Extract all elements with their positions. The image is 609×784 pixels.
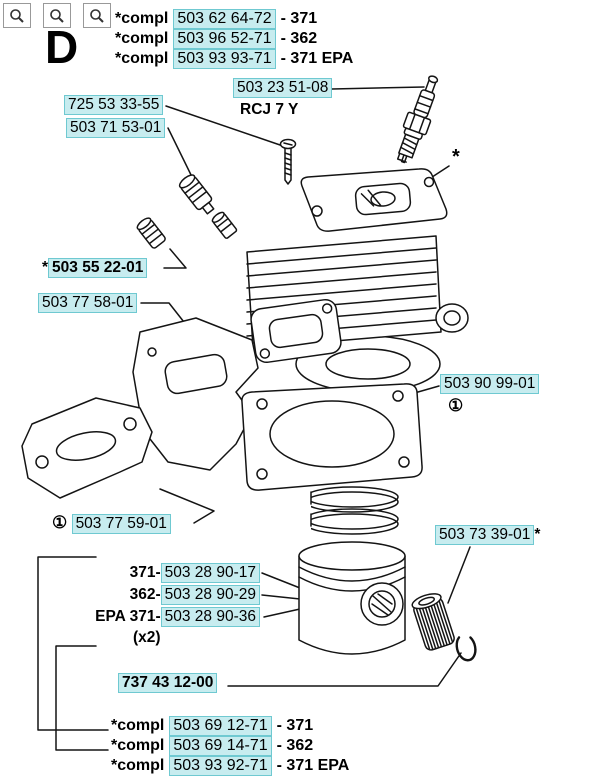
part-number-screw[interactable]: 725 53 33-55 (64, 95, 164, 115)
part-number-bearing[interactable]: 503 73 39-01 (435, 525, 535, 545)
label-cooling-plate: 503 77 58-01 (38, 293, 138, 313)
label-bearing: 503 73 39-01* (435, 525, 540, 545)
kit-prefix: *compl (115, 50, 169, 67)
zoom-button-1[interactable] (3, 3, 31, 28)
part-number-plug[interactable]: 503 55 22-01 (48, 258, 148, 278)
kit-model: - 371 EPA (280, 50, 354, 67)
muffler-gasket-drawing (21, 397, 153, 499)
part-number-spark-plug[interactable]: 503 23 51-08 (233, 78, 333, 98)
kit-model: - 371 EPA (276, 757, 350, 774)
label-plug: *503 55 22-01 (42, 258, 148, 278)
part-number-cooling-plate[interactable]: 503 77 58-01 (38, 293, 138, 313)
kit-prefix: *compl (111, 757, 165, 774)
model-prefix: 371- (129, 564, 161, 581)
cylinder-gasket-qty: ① (448, 396, 464, 415)
plug-drawing (136, 217, 166, 249)
piston-drawing (298, 541, 406, 655)
part-number-kit-top-3[interactable]: 503 93 93-71 (173, 49, 276, 69)
plug-asterisk: * (42, 259, 49, 276)
cylinder-asterisk-marker: * (452, 146, 460, 168)
part-number-circlip[interactable]: 737 43 12-00 (118, 673, 218, 693)
model-prefix: 362- (129, 586, 161, 603)
piston-row-epa371: EPA 371-503 28 90-36 (56, 606, 260, 628)
label-cylinder-gasket: 503 90 99-01 (440, 374, 540, 394)
part-number-kit-top-1[interactable]: 503 62 64-72 (173, 9, 276, 29)
kit-prefix: *compl (115, 10, 169, 27)
kit-prefix: *compl (111, 737, 165, 754)
spark-plug-drawing (396, 75, 439, 164)
kit-model: - 362 (280, 30, 318, 47)
label-piston-variants: 371-503 28 90-17 362-503 28 90-29 EPA 37… (56, 562, 260, 628)
circlip-drawing (455, 636, 477, 662)
decompression-valve-drawing (178, 174, 238, 239)
piston-row-371: 371-503 28 90-17 (56, 562, 260, 584)
part-number-decompression-valve[interactable]: 503 71 53-01 (66, 118, 166, 138)
spark-plug-hole (354, 182, 412, 216)
part-number-piston-371[interactable]: 503 28 90-17 (160, 563, 260, 583)
cylinder-drawing (246, 168, 469, 393)
rings-quantity: (x2) (133, 629, 161, 646)
kit-model: - 371 (280, 10, 318, 27)
label-muffler-gasket: ① 503 77 59-01 (52, 513, 171, 534)
cooling-plate-drawing (132, 317, 259, 471)
part-number-piston-362[interactable]: 503 28 90-29 (160, 585, 260, 605)
kit-model: - 371 (276, 717, 314, 734)
part-number-kit-bottom-1[interactable]: 503 69 12-71 (169, 716, 272, 736)
part-number-kit-top-2[interactable]: 503 96 52-71 (173, 29, 276, 49)
part-number-muffler-gasket[interactable]: 503 77 59-01 (71, 514, 171, 534)
label-screw: 725 53 33-55 (64, 95, 164, 115)
label-circlip: 737 43 12-00 (118, 673, 218, 693)
screw-drawing (279, 138, 297, 185)
piston-rings-drawing (298, 486, 399, 535)
section-letter: D (45, 21, 79, 73)
magnifier-icon (90, 8, 104, 23)
piston-row-362: 362-503 28 90-29 (56, 584, 260, 606)
zoom-button-2[interactable] (43, 3, 71, 28)
magnifier-icon (50, 8, 64, 23)
spark-plug-type: RCJ 7 Y (240, 101, 299, 118)
kit-prefix: *compl (115, 30, 169, 47)
model-prefix: EPA 371- (95, 608, 161, 625)
bearing-asterisk: * (534, 526, 541, 543)
cylinder-gasket-drawing (241, 383, 423, 491)
exhaust-flange (250, 298, 342, 364)
label-decompression-valve: 503 71 53-01 (66, 118, 166, 138)
zoom-button-3[interactable] (83, 3, 111, 28)
muffler-gasket-qty: ① (52, 513, 68, 532)
leader-lines (37, 86, 471, 751)
magnifier-icon (10, 8, 24, 23)
kit-model: - 362 (276, 737, 314, 754)
part-number-kit-bottom-2[interactable]: 503 69 14-71 (169, 736, 272, 756)
label-spark-plug: 503 23 51-08 (233, 78, 333, 98)
kit-prefix: *compl (111, 717, 165, 734)
part-number-cylinder-gasket[interactable]: 503 90 99-01 (440, 374, 540, 394)
needle-bearing-drawing (411, 593, 455, 651)
part-number-piston-epa371[interactable]: 503 28 90-36 (160, 607, 260, 627)
part-number-kit-bottom-3[interactable]: 503 93 92-71 (169, 756, 272, 776)
